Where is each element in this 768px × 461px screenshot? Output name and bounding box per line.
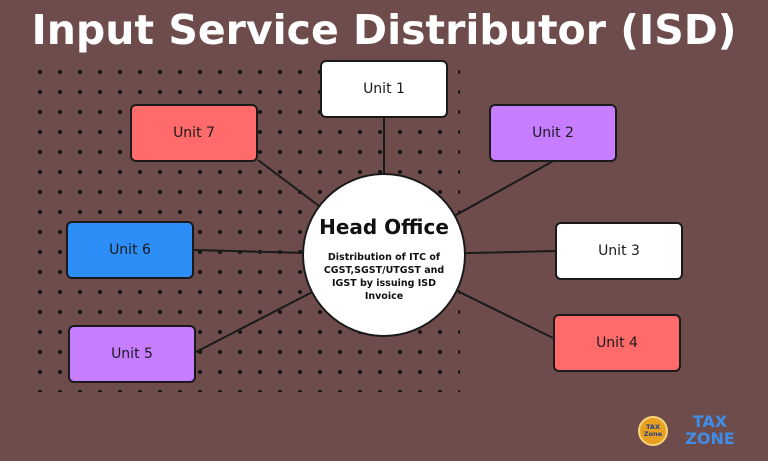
logo-badge-bottom: Zone <box>643 430 663 438</box>
unit-6-label: Unit 6 <box>109 242 151 258</box>
unit-2-box: Unit 2 <box>489 104 617 162</box>
unit-6-box: Unit 6 <box>66 221 194 279</box>
unit-5-label: Unit 5 <box>111 346 153 362</box>
logo-word-top: TAX <box>692 412 728 431</box>
logo-badge-top: TAX <box>646 423 660 431</box>
page-title: Input Service Distributor (ISD) <box>31 6 737 54</box>
unit-1-label: Unit 1 <box>363 81 405 97</box>
unit-4-label: Unit 4 <box>596 335 638 351</box>
unit-7-label: Unit 7 <box>173 125 215 141</box>
unit-5-box: Unit 5 <box>68 325 196 383</box>
unit-7-box: Unit 7 <box>130 104 258 162</box>
unit-3-label: Unit 3 <box>598 243 640 259</box>
unit-2-label: Unit 2 <box>532 125 574 141</box>
logo-badge-icon: TAX Zone <box>638 416 668 446</box>
unit-3-box: Unit 3 <box>555 222 683 280</box>
unit-1-box: Unit 1 <box>320 60 448 118</box>
unit-4-box: Unit 4 <box>553 314 681 372</box>
logo-word-bottom: ZONE <box>685 429 735 448</box>
head-office-description: Distribution of ITC of CGST,SGST/UTGST a… <box>323 252 445 302</box>
logo-wordmark: TAX ZONE <box>674 413 746 447</box>
head-office-title: Head Office <box>319 215 449 239</box>
tax-zone-logo: TAX Zone TAX ZONE <box>638 413 748 450</box>
head-office-circle: Head Office Distribution of ITC of CGST,… <box>302 173 466 337</box>
